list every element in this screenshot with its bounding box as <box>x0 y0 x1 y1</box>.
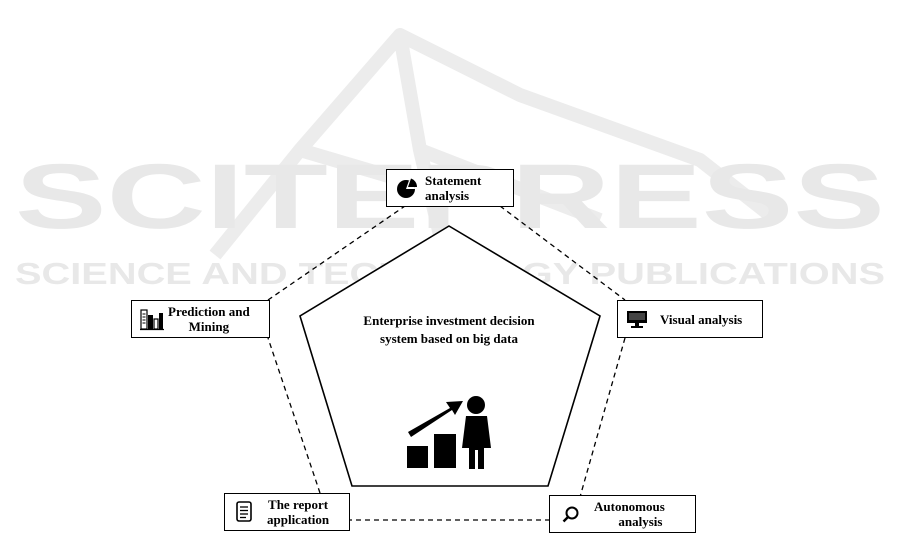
node-statement-line2: analysis <box>425 188 481 203</box>
node-prediction-mining[interactable]: Prediction and Mining <box>131 300 270 338</box>
center-title: Enterprise investment decision system ba… <box>322 312 576 348</box>
connector-report-prediction <box>268 338 320 493</box>
node-autonomous-analysis[interactable]: Autonomous analysis <box>549 495 696 533</box>
node-visual-analysis[interactable]: Visual analysis <box>617 300 763 338</box>
center-title-line2: system based on big data <box>322 330 576 348</box>
buildings-icon <box>140 307 164 331</box>
node-report-application[interactable]: The report application <box>224 493 350 531</box>
bar-large <box>434 434 456 468</box>
bar-small <box>407 446 428 468</box>
document-icon <box>235 501 253 523</box>
node-prediction-line1: Prediction and <box>168 304 250 319</box>
node-report-line2: application <box>267 512 329 527</box>
monitor-icon <box>626 310 648 328</box>
pie-chart-icon <box>395 177 419 199</box>
center-title-line1: Enterprise investment decision <box>322 312 576 330</box>
node-visual-line1: Visual analysis <box>660 312 742 327</box>
node-prediction-line2: Mining <box>168 319 250 334</box>
node-autonomous-line1: Autonomous <box>594 499 665 514</box>
node-autonomous-line2: analysis <box>594 514 665 529</box>
node-statement-analysis[interactable]: Statement analysis <box>386 169 514 207</box>
node-report-line1: The report <box>267 497 329 512</box>
magnifier-icon <box>562 505 580 523</box>
person-head <box>467 396 485 414</box>
node-statement-line1: Statement <box>425 173 481 188</box>
